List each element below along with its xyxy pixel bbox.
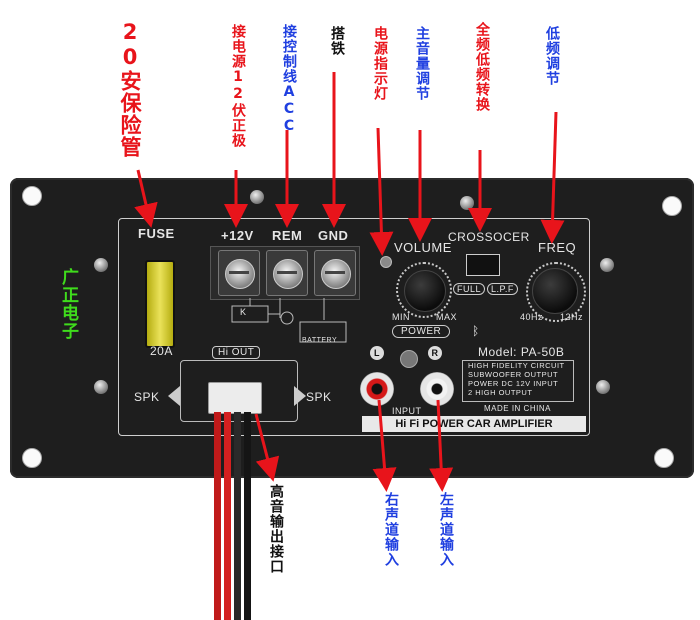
rca-jack-screw xyxy=(400,350,418,368)
terminal-plus12v-label: +12V xyxy=(221,228,254,243)
wire-black xyxy=(234,412,241,620)
fuse-rating: 20A xyxy=(150,344,173,358)
crossover-switch[interactable] xyxy=(466,254,500,276)
freq-scale xyxy=(526,262,586,322)
mounting-hole xyxy=(662,196,682,216)
input-r-label: R xyxy=(428,346,442,360)
annotation-left-in: 左声道输入 xyxy=(438,492,454,567)
crossover-full: FULL xyxy=(453,283,486,295)
arrow-right-in xyxy=(372,399,397,492)
annotation-ground: 搭铁 xyxy=(329,26,345,56)
brand-label: 广正电子 xyxy=(58,268,78,340)
rca-right-input[interactable] xyxy=(360,372,394,406)
arrow-fuse xyxy=(134,169,158,228)
feature-item: SUBWOOFER OUTPUT xyxy=(468,370,559,379)
annotation-volume: 主音量调节 xyxy=(414,26,430,101)
input-l-text: L xyxy=(374,348,380,358)
wire-red xyxy=(224,412,231,620)
input-l-label: L xyxy=(370,346,384,360)
mounting-hole xyxy=(22,448,42,468)
fuse-icon[interactable] xyxy=(145,260,175,348)
speaker-right-icon xyxy=(294,386,306,406)
mounting-hole xyxy=(654,448,674,468)
power-text: POWER xyxy=(401,326,442,337)
input-label: INPUT xyxy=(392,406,422,416)
terminal-rem[interactable] xyxy=(266,250,308,296)
annotation-right-in: 右声道输入 xyxy=(383,492,399,567)
wiring-diagram xyxy=(231,298,347,343)
volume-min: MIN xyxy=(392,312,410,322)
full-text: FULL xyxy=(457,284,482,294)
power-label: POWER xyxy=(392,325,451,338)
spk-left-label: SPK xyxy=(134,390,160,404)
arrow-hi-out xyxy=(254,413,280,482)
hi-out-text: Hi OUT xyxy=(218,347,255,358)
wire-red xyxy=(214,412,221,620)
screw xyxy=(94,380,108,394)
power-led xyxy=(380,256,392,268)
mounting-hole xyxy=(22,186,42,206)
terminal-gnd[interactable] xyxy=(314,250,356,296)
crossover-label: CROSSOCER xyxy=(448,230,530,244)
feature-item: POWER DC 12V INPUT xyxy=(468,379,559,388)
freq-max: 12Hz xyxy=(560,312,584,322)
annotation-power-led: 电源指示灯 xyxy=(372,26,388,101)
terminal-plus12v[interactable] xyxy=(218,250,260,296)
annotation-hi-out: 高音输出接口 xyxy=(268,484,284,574)
fuse-label: FUSE xyxy=(138,226,175,241)
product-title: Hi Fi POWER CAR AMPLIFIER xyxy=(395,418,553,430)
screw xyxy=(250,190,264,204)
arrow-freq xyxy=(540,111,565,244)
terminal-rem-label: REM xyxy=(272,228,303,243)
volume-knob[interactable] xyxy=(404,270,446,312)
annotation-freq: 低频调节 xyxy=(544,26,560,86)
annotation-power-12v: 接电源12伏正极 xyxy=(230,24,246,148)
screw xyxy=(460,196,474,210)
terminal-gnd-label: GND xyxy=(318,228,349,243)
spk-right-label: SPK xyxy=(306,390,332,404)
freq-knob[interactable] xyxy=(532,268,578,314)
title-band: Hi Fi POWER CAR AMPLIFIER xyxy=(362,416,586,432)
panel-outline xyxy=(118,218,590,436)
screw xyxy=(94,258,108,272)
input-r-text: R xyxy=(431,348,439,358)
made-in-label: MADE IN CHINA xyxy=(484,404,551,413)
annotation-crossover: 全频低频转换 xyxy=(474,22,490,112)
freq-min: 40Hz xyxy=(520,312,544,322)
wire-black xyxy=(244,412,251,620)
volume-scale xyxy=(396,262,452,318)
crossover-lpf: L.P.F xyxy=(487,283,518,295)
feature-item: HIGH FIDELITY CIRCUIT xyxy=(468,361,565,370)
battery-label: BATTERY xyxy=(302,337,338,344)
annotation-remote: 接控制线ACC xyxy=(279,24,299,135)
hi-out-label: Hi OUT xyxy=(212,346,261,359)
screw xyxy=(600,258,614,272)
bluetooth-icon: ᛒ xyxy=(472,324,480,338)
arrow-power-led xyxy=(369,127,394,256)
speaker-left-icon xyxy=(168,386,180,406)
model-label: Model: PA-50B xyxy=(478,345,565,359)
feature-box xyxy=(462,360,574,402)
feature-item: 2 HIGH OUTPUT xyxy=(468,388,533,397)
annotation-remote-text: 接控制线ACC xyxy=(281,24,297,135)
volume-label: VOLUME xyxy=(394,240,452,255)
lpf-text: L.P.F xyxy=(491,284,514,294)
annotation-fuse: 20安保险管 xyxy=(118,20,142,158)
relay-k-label: K xyxy=(240,307,247,317)
volume-max: MAX xyxy=(436,312,458,322)
arrow-left-in xyxy=(429,399,454,492)
screw xyxy=(596,380,610,394)
